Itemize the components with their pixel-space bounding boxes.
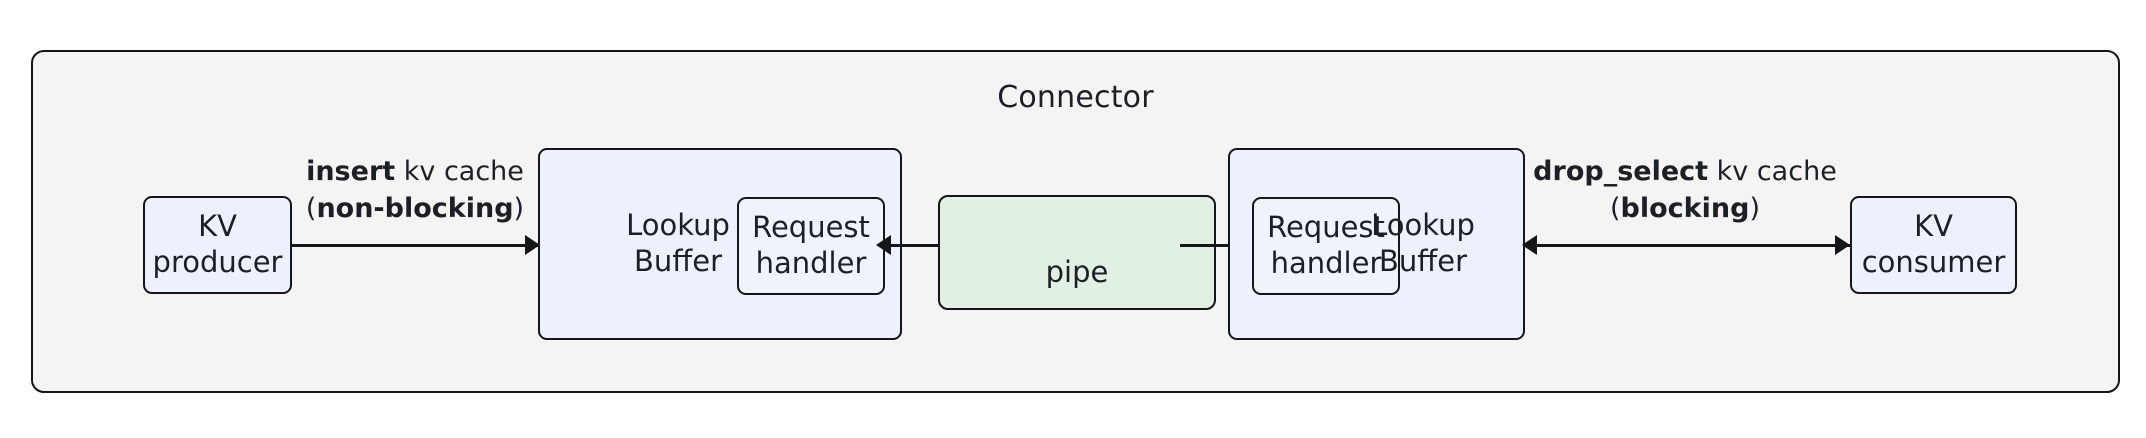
insert-paren-close: ) [513, 193, 525, 225]
drop-select-arrow-head-right-icon [1835, 235, 1850, 255]
pipe-to-left-arrow-head-icon [876, 235, 891, 255]
request-handler-left[interactable]: Request handler [737, 197, 885, 295]
insert-paren-open: ( [305, 193, 317, 225]
kv-consumer-node[interactable]: KV consumer [1850, 196, 2017, 294]
drop-select-arrow-line [1525, 244, 1850, 247]
insert-arrow-line [292, 244, 538, 247]
drop-select-op: drop_select [1533, 156, 1709, 187]
insert-object: kv cache [395, 156, 524, 187]
drop-select-edge-label-line1: drop_select kv cache [1520, 153, 1850, 190]
drop-select-paren-close: ) [1749, 193, 1760, 225]
insert-op: insert [306, 156, 396, 187]
request-handler-right[interactable]: Request handler [1252, 197, 1400, 295]
insert-mode: non-blocking [316, 193, 514, 225]
request-handler-left-label: Request handler [752, 210, 870, 280]
request-handler-right-label: Request handler [1267, 210, 1385, 280]
drop-select-edge-label-line2: (blocking) [1520, 190, 1850, 227]
connector-title: Connector [997, 80, 1154, 115]
lookup-buffer-left-label: Lookup Buffer [626, 208, 730, 278]
pipe-to-right-arrow-line [1180, 244, 1245, 247]
lookup-buffer-right-label: Lookup Buffer [1371, 208, 1475, 278]
lookup-buffer-right[interactable]: Request handler Lookup Buffer [1228, 148, 1525, 340]
kv-producer-label: KV producer [152, 209, 283, 279]
insert-edge-label-line2: (non-blocking) [292, 190, 538, 227]
kv-consumer-label: KV consumer [1861, 209, 2006, 279]
insert-edge-label: insert kv cache (non-blocking) [292, 153, 538, 228]
pipe-node[interactable]: pipe [938, 195, 1216, 310]
kv-producer-node[interactable]: KV producer [143, 196, 292, 294]
pipe-label: pipe [1045, 255, 1109, 290]
drop-select-object: kv cache [1708, 156, 1837, 187]
drop-select-paren-open: ( [1610, 193, 1621, 225]
insert-edge-label-line1: insert kv cache [292, 153, 538, 190]
drop-select-edge-label: drop_select kv cache (blocking) [1520, 153, 1850, 228]
lookup-buffer-left[interactable]: Lookup Buffer Request handler [538, 148, 902, 340]
drop-select-arrow-head-left-icon [1522, 235, 1537, 255]
drop-select-mode: blocking [1620, 193, 1750, 225]
insert-arrow-head-icon [525, 235, 540, 255]
